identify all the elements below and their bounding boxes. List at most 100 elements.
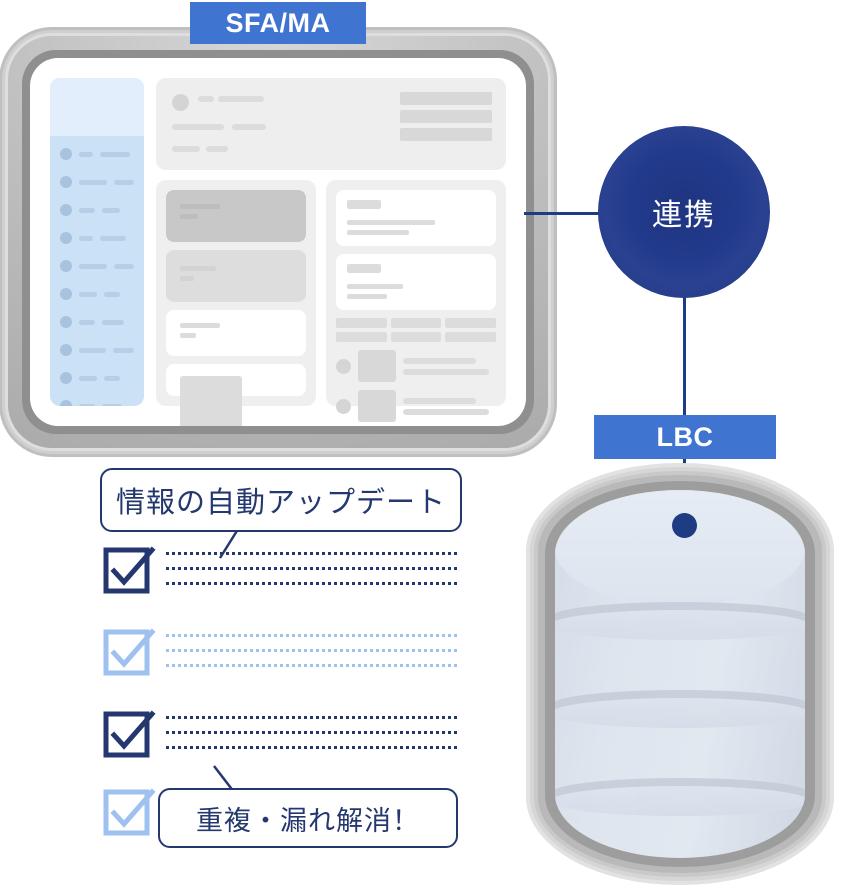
right-list-thumb-placeholder [358,350,396,382]
sidebar-item-7[interactable] [60,316,134,328]
checkbox-checked-light-icon[interactable] [103,628,156,676]
right-list-avatar-icon [336,398,351,414]
sidebar-nav-list [50,148,144,406]
card-text-placeholder [180,276,194,281]
sidebar-item-label-placeholder [79,207,95,213]
sidebar-item-6[interactable] [60,288,134,300]
sidebar-item-label-placeholder [79,403,95,406]
tablet-screen [30,58,526,426]
center-card-2[interactable] [166,250,306,302]
checklist-text-lines [166,634,458,667]
header-text-placeholder-6 [206,146,228,152]
leader-line-bottom [213,765,235,793]
sidebar-item-bullet-icon [60,372,72,384]
database-top-ellipse [555,490,805,606]
sidebar-item-4[interactable] [60,232,134,244]
tablet-device [8,36,548,448]
checklist-text-lines [166,716,458,749]
center-card-1[interactable] [166,190,306,242]
right-list-avatar-icon [336,358,351,374]
sidebar-item-label-placeholder [102,319,124,325]
header-text-placeholder-4 [232,124,266,130]
header-text-placeholder-5 [172,146,200,152]
sidebar-item-label-placeholder [104,375,120,381]
sidebar-item-label-placeholder [100,235,126,241]
header-right-bar-1 [400,92,492,105]
card-text-placeholder [180,214,198,219]
card-text-placeholder [180,333,196,338]
database-band-2 [555,690,805,728]
header-right-bar-2 [400,110,492,123]
header-text-placeholder-1 [198,96,214,102]
right-list-row-2[interactable] [336,390,496,422]
sidebar-item-bullet-icon [60,316,72,328]
sidebar-item-label-placeholder [79,347,106,353]
header-text-placeholder-2 [218,96,264,102]
sidebar-item-bullet-icon [60,260,72,272]
avatar [172,94,189,111]
sidebar-item-label-placeholder [102,403,122,406]
right-card-1[interactable] [336,190,496,246]
right-card-title-placeholder [347,200,381,209]
card-text-placeholder [180,204,220,209]
checklist-text-lines [166,552,458,585]
right-card-text-placeholder [347,220,435,225]
main-column-right [326,180,506,422]
right-card-title-placeholder [347,264,381,273]
badge-lbc: LBC [594,415,776,459]
node-renkei: 連携 [598,126,770,298]
sidebar-item-label-placeholder [104,291,120,297]
checkbox-checked-icon[interactable] [103,710,156,758]
checkbox-checked-icon[interactable] [103,546,156,594]
sidebar-item-bullet-icon [60,344,72,356]
sidebar-item-label-placeholder [113,179,134,185]
database-band-3 [555,778,805,816]
sidebar-item-label-placeholder [79,291,97,297]
sidebar-item-label-placeholder [79,263,107,269]
sidebar-item-bullet-icon [60,204,72,216]
right-list-row-1[interactable] [336,350,496,382]
header-text-placeholder-3 [172,124,224,130]
checklist-item-2 [103,628,458,676]
sidebar-item-bullet-icon [60,288,72,300]
header-right-bar-3 [400,128,492,141]
checkbox-checked-light-icon[interactable] [103,788,156,836]
badge-sfa-ma: SFA/MA [190,2,366,44]
right-tag-grid [336,318,496,342]
sidebar-item-10[interactable] [60,400,134,406]
main-column-center [156,180,316,426]
right-tag-cell-4 [336,332,387,342]
center-card-4[interactable] [166,364,306,426]
callout-dedupe: 重複・漏れ解消！ [158,788,458,848]
right-tag-cell-2 [390,318,442,328]
right-tag-cell-6 [445,332,496,342]
right-card-text-placeholder [347,294,387,299]
callout-dedupe-label: 重複・漏れ解消！ [196,805,420,836]
sidebar-item-label-placeholder [79,235,93,241]
center-card-3[interactable] [166,310,306,356]
sidebar-item-3[interactable] [60,204,134,216]
sidebar-item-5[interactable] [60,260,134,272]
sidebar-item-8[interactable] [60,344,134,356]
callout-auto-update: 情報の自動アップデート [100,468,462,532]
sidebar-item-1[interactable] [60,148,134,160]
sidebar-header-placeholder [50,78,144,136]
sidebar-item-label-placeholder [79,319,95,325]
right-card-2[interactable] [336,254,496,310]
sidebar-item-label-placeholder [79,179,107,185]
sidebar-item-bullet-icon [60,400,72,406]
connector-line-vertical [683,210,686,530]
database-connector-dot [672,513,697,538]
database-band-1 [555,602,805,640]
database-body [555,490,805,858]
database-cylinder [533,470,827,880]
sidebar-item-9[interactable] [60,372,134,384]
sidebar-item-2[interactable] [60,176,134,188]
right-list-thumb-placeholder [358,390,396,422]
card-image-placeholder [180,376,242,426]
app-main [156,78,506,426]
sidebar-item-label-placeholder [113,263,134,269]
callout-auto-update-label: 情報の自動アップデート [115,487,446,519]
right-card-text-placeholder [347,284,403,289]
